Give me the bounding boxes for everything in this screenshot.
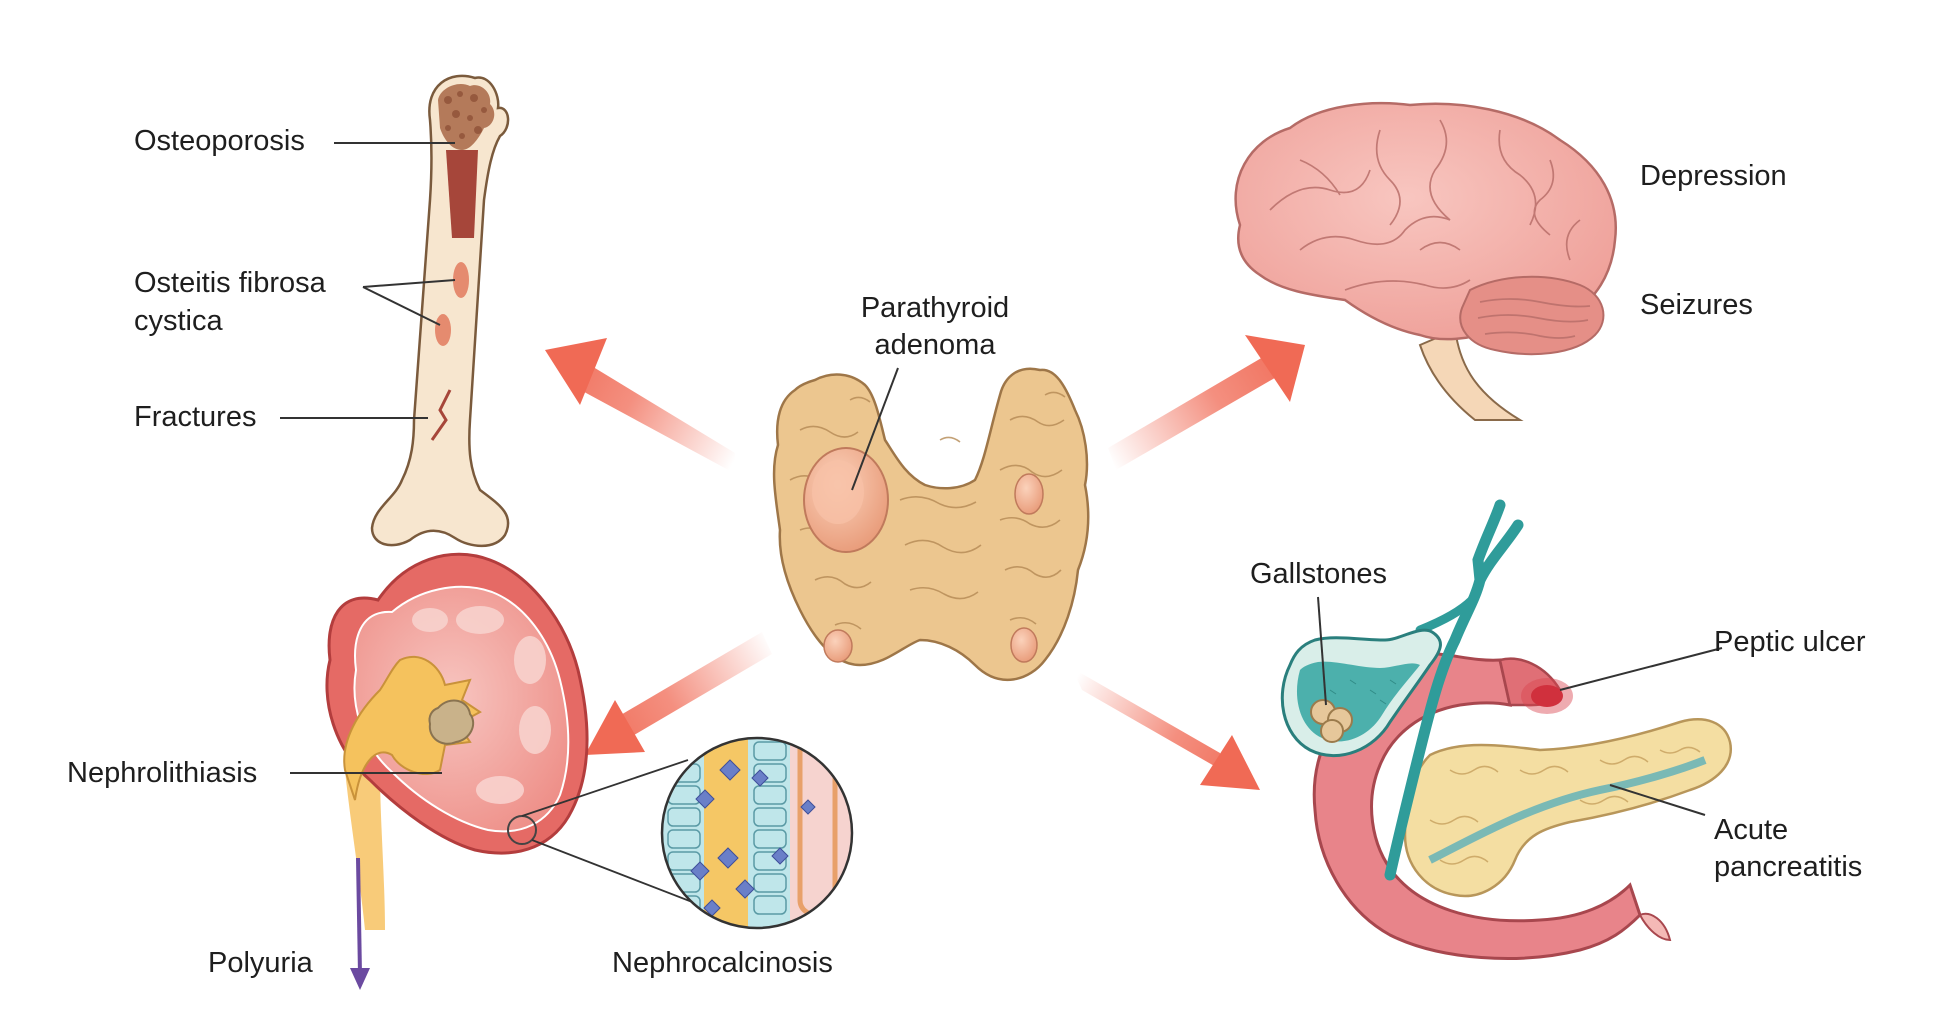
label-osteitis-fibrosa-line1: Osteitis fibrosa	[134, 267, 326, 299]
nephrocalcinosis-magnified-view	[660, 736, 854, 930]
label-parathyroid-adenoma-line2: adenoma	[874, 329, 996, 361]
gi-tract-illustration	[1280, 499, 1733, 960]
label-acute-pancreatitis-line2: pancreatitis	[1714, 851, 1863, 883]
label-parathyroid-adenoma-line1: Parathyroid	[860, 292, 1010, 324]
arrow-to-brain	[1108, 335, 1305, 470]
brain-illustration	[1234, 102, 1617, 421]
label-osteitis-fibrosa-line2: cystica	[134, 305, 223, 337]
arrow-to-bone	[545, 338, 735, 473]
arrow-to-gi-tract	[1072, 668, 1260, 790]
label-nephrocalcinosis: Nephrocalcinosis	[612, 947, 833, 979]
label-polyuria: Polyuria	[208, 947, 313, 979]
label-osteoporosis: Osteoporosis	[134, 125, 305, 157]
label-depression: Depression	[1640, 160, 1787, 192]
label-fractures: Fractures	[134, 401, 257, 433]
label-nephrolithiasis: Nephrolithiasis	[67, 757, 258, 789]
kidney-illustration	[290, 552, 701, 990]
label-gallstones: Gallstones	[1250, 558, 1388, 590]
label-seizures: Seizures	[1640, 289, 1753, 321]
parathyroid-illustration	[772, 367, 1090, 682]
label-peptic-ulcer: Peptic ulcer	[1714, 626, 1866, 658]
femur-illustration	[280, 74, 510, 548]
arrow-to-kidney	[585, 632, 772, 755]
label-acute-pancreatitis-line1: Acute	[1714, 814, 1789, 846]
